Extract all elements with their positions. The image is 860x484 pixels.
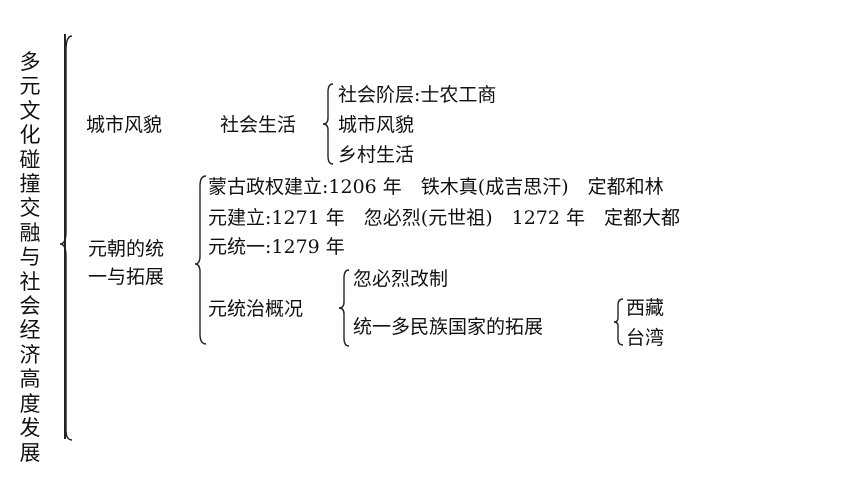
node-city: 城市风貌 (86, 114, 163, 136)
yuan-brace (194, 175, 207, 345)
main-brace (59, 35, 73, 441)
social-life-item-3: 乡村生活 (338, 144, 415, 166)
social-life-brace (322, 83, 334, 165)
expansion-item-tibet: 西藏 (626, 297, 665, 319)
social-life-item-1: 社会阶层:士农工商 (338, 84, 497, 106)
social-life-item-2: 城市风貌 (338, 114, 415, 136)
node-social-life: 社会生活 (220, 114, 297, 136)
governance-item-1: 忽必烈改制 (353, 268, 449, 290)
governance-item-2: 统一多民族国家的拓展 (353, 316, 544, 338)
yuan-item-1: 蒙古政权建立:1206 年 铁木真(成吉思汗) 定都和林 (208, 176, 664, 198)
expansion-item-taiwan: 台湾 (626, 327, 665, 349)
node-yuan-line2: 一与拓展 (88, 266, 165, 288)
yuan-item-2: 元建立:1271 年 忽必烈(元世祖) 1272 年 定都大都 (208, 207, 681, 229)
map-title: 多元文化碰撞交融与社会经济高度发展 (19, 50, 41, 465)
node-yuan-line1: 元朝的统 (88, 238, 165, 260)
title-divider-line (64, 34, 66, 439)
governance-brace (338, 269, 350, 347)
yuan-item-3: 元统一:1279 年 (208, 236, 345, 258)
node-governance: 元统治概况 (208, 298, 304, 320)
expansion-brace (613, 298, 624, 346)
